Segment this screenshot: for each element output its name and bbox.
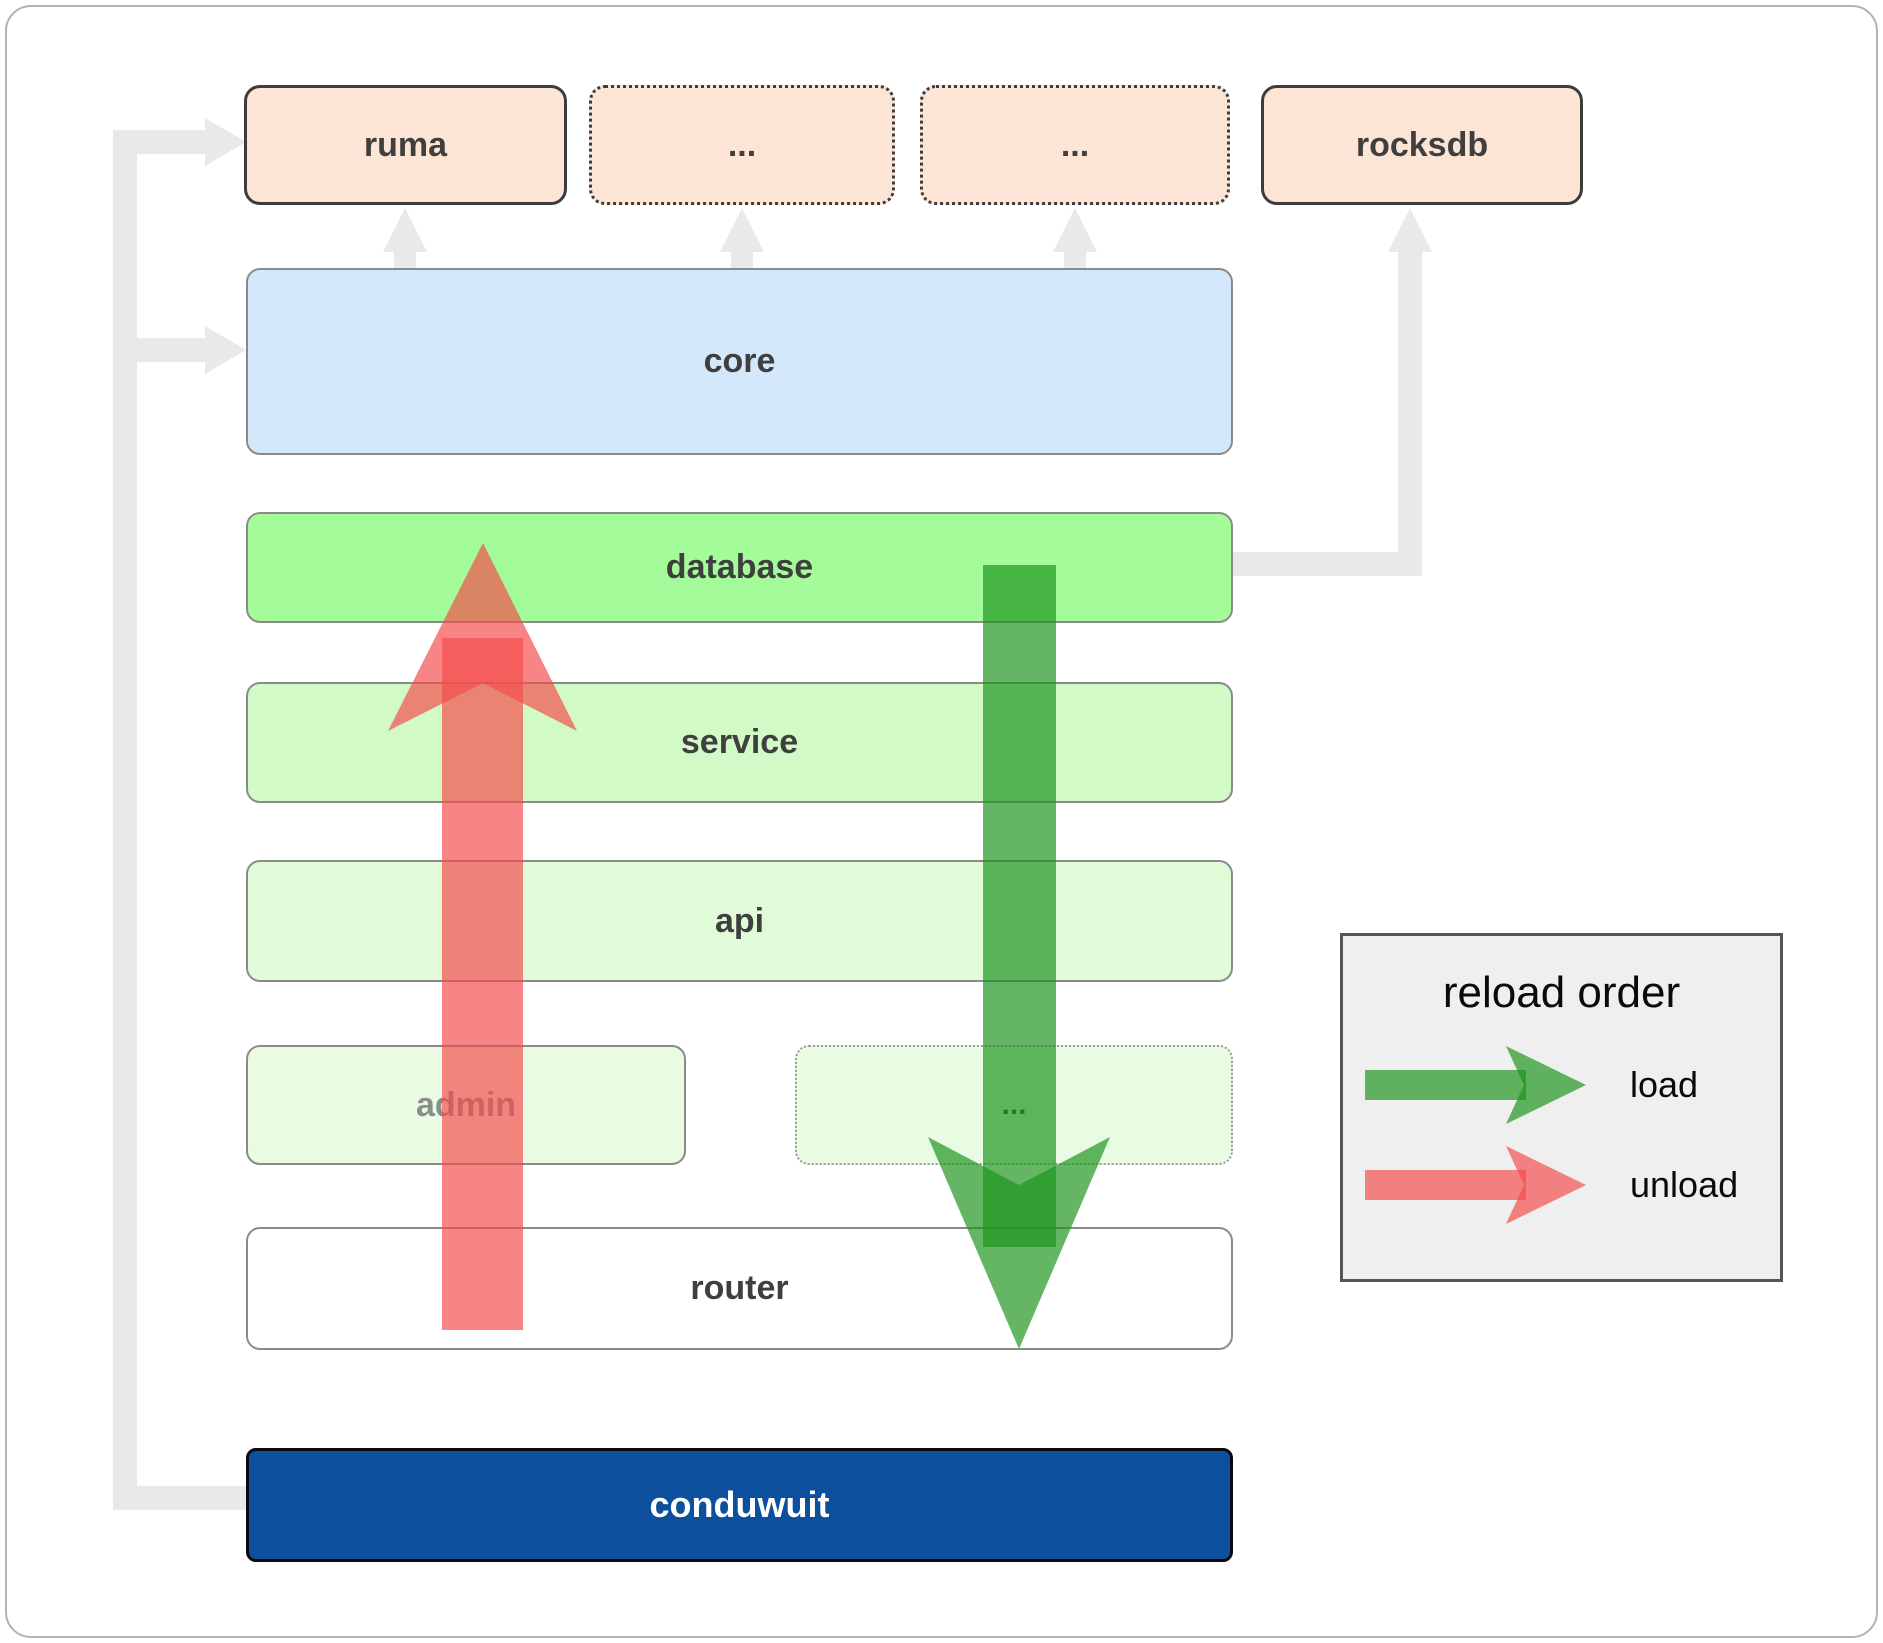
node-rocksdb-label: rocksdb <box>1355 125 1489 164</box>
connector-db-rocksdb-vertical <box>1398 250 1422 576</box>
node-ext2: ... <box>920 85 1230 205</box>
load-arrow-shaft <box>983 565 1056 1247</box>
node-ruma-label: ruma <box>363 125 448 164</box>
node-api-label: api <box>714 901 765 940</box>
legend-load-arrow-shaft <box>1365 1070 1526 1100</box>
legend-unload-arrow-shaft <box>1365 1170 1526 1200</box>
connector-left-vertical <box>113 130 137 1510</box>
arrowhead-core-ext2 <box>1053 208 1097 252</box>
node-router-label: router <box>690 1269 789 1307</box>
node-api: api <box>246 860 1233 982</box>
node-database-label: database <box>665 548 814 586</box>
legend-arrows <box>1365 1046 1586 1224</box>
node-ext2-label: ... <box>1060 125 1090 164</box>
node-router: router <box>246 1227 1233 1350</box>
arrowhead-into-rocksdb <box>1388 208 1432 252</box>
node-ext1-label: ... <box>727 125 757 164</box>
unload-arrow-shaft <box>442 638 523 1330</box>
node-service-label: service <box>680 723 799 761</box>
node-ext1: ... <box>589 85 895 205</box>
legend: reload order load unload <box>1340 933 1783 1282</box>
connector-db-rocksdb-horizontal <box>1233 552 1422 576</box>
node-conduwuit-label: conduwuit <box>649 1484 830 1525</box>
arrowhead-into-core <box>205 326 246 374</box>
connector-ruma-horizontal <box>113 130 205 154</box>
arrowhead-core-ext1 <box>720 208 764 252</box>
node-rocksdb: rocksdb <box>1261 85 1583 205</box>
arrowhead-into-ruma <box>205 118 246 166</box>
node-conduwuit: conduwuit <box>246 1448 1233 1562</box>
legend-load-label: load <box>1630 1064 1699 1105</box>
legend-unload-label: unload <box>1630 1164 1739 1205</box>
arrowhead-core-ruma <box>383 208 427 252</box>
legend-title: reload order <box>1442 968 1681 1017</box>
node-ruma: ruma <box>244 85 567 205</box>
legend-load-arrow-head <box>1506 1046 1586 1124</box>
load-arrow-head <box>928 1137 1110 1349</box>
unload-arrow-head <box>388 543 577 731</box>
connector-conduwuit-horizontal <box>113 1486 248 1510</box>
node-core: core <box>246 268 1233 455</box>
node-core-label: core <box>703 342 776 380</box>
node-database: database <box>246 512 1233 623</box>
connector-core-horizontal <box>137 338 205 362</box>
legend-unload-arrow-head <box>1506 1146 1586 1224</box>
